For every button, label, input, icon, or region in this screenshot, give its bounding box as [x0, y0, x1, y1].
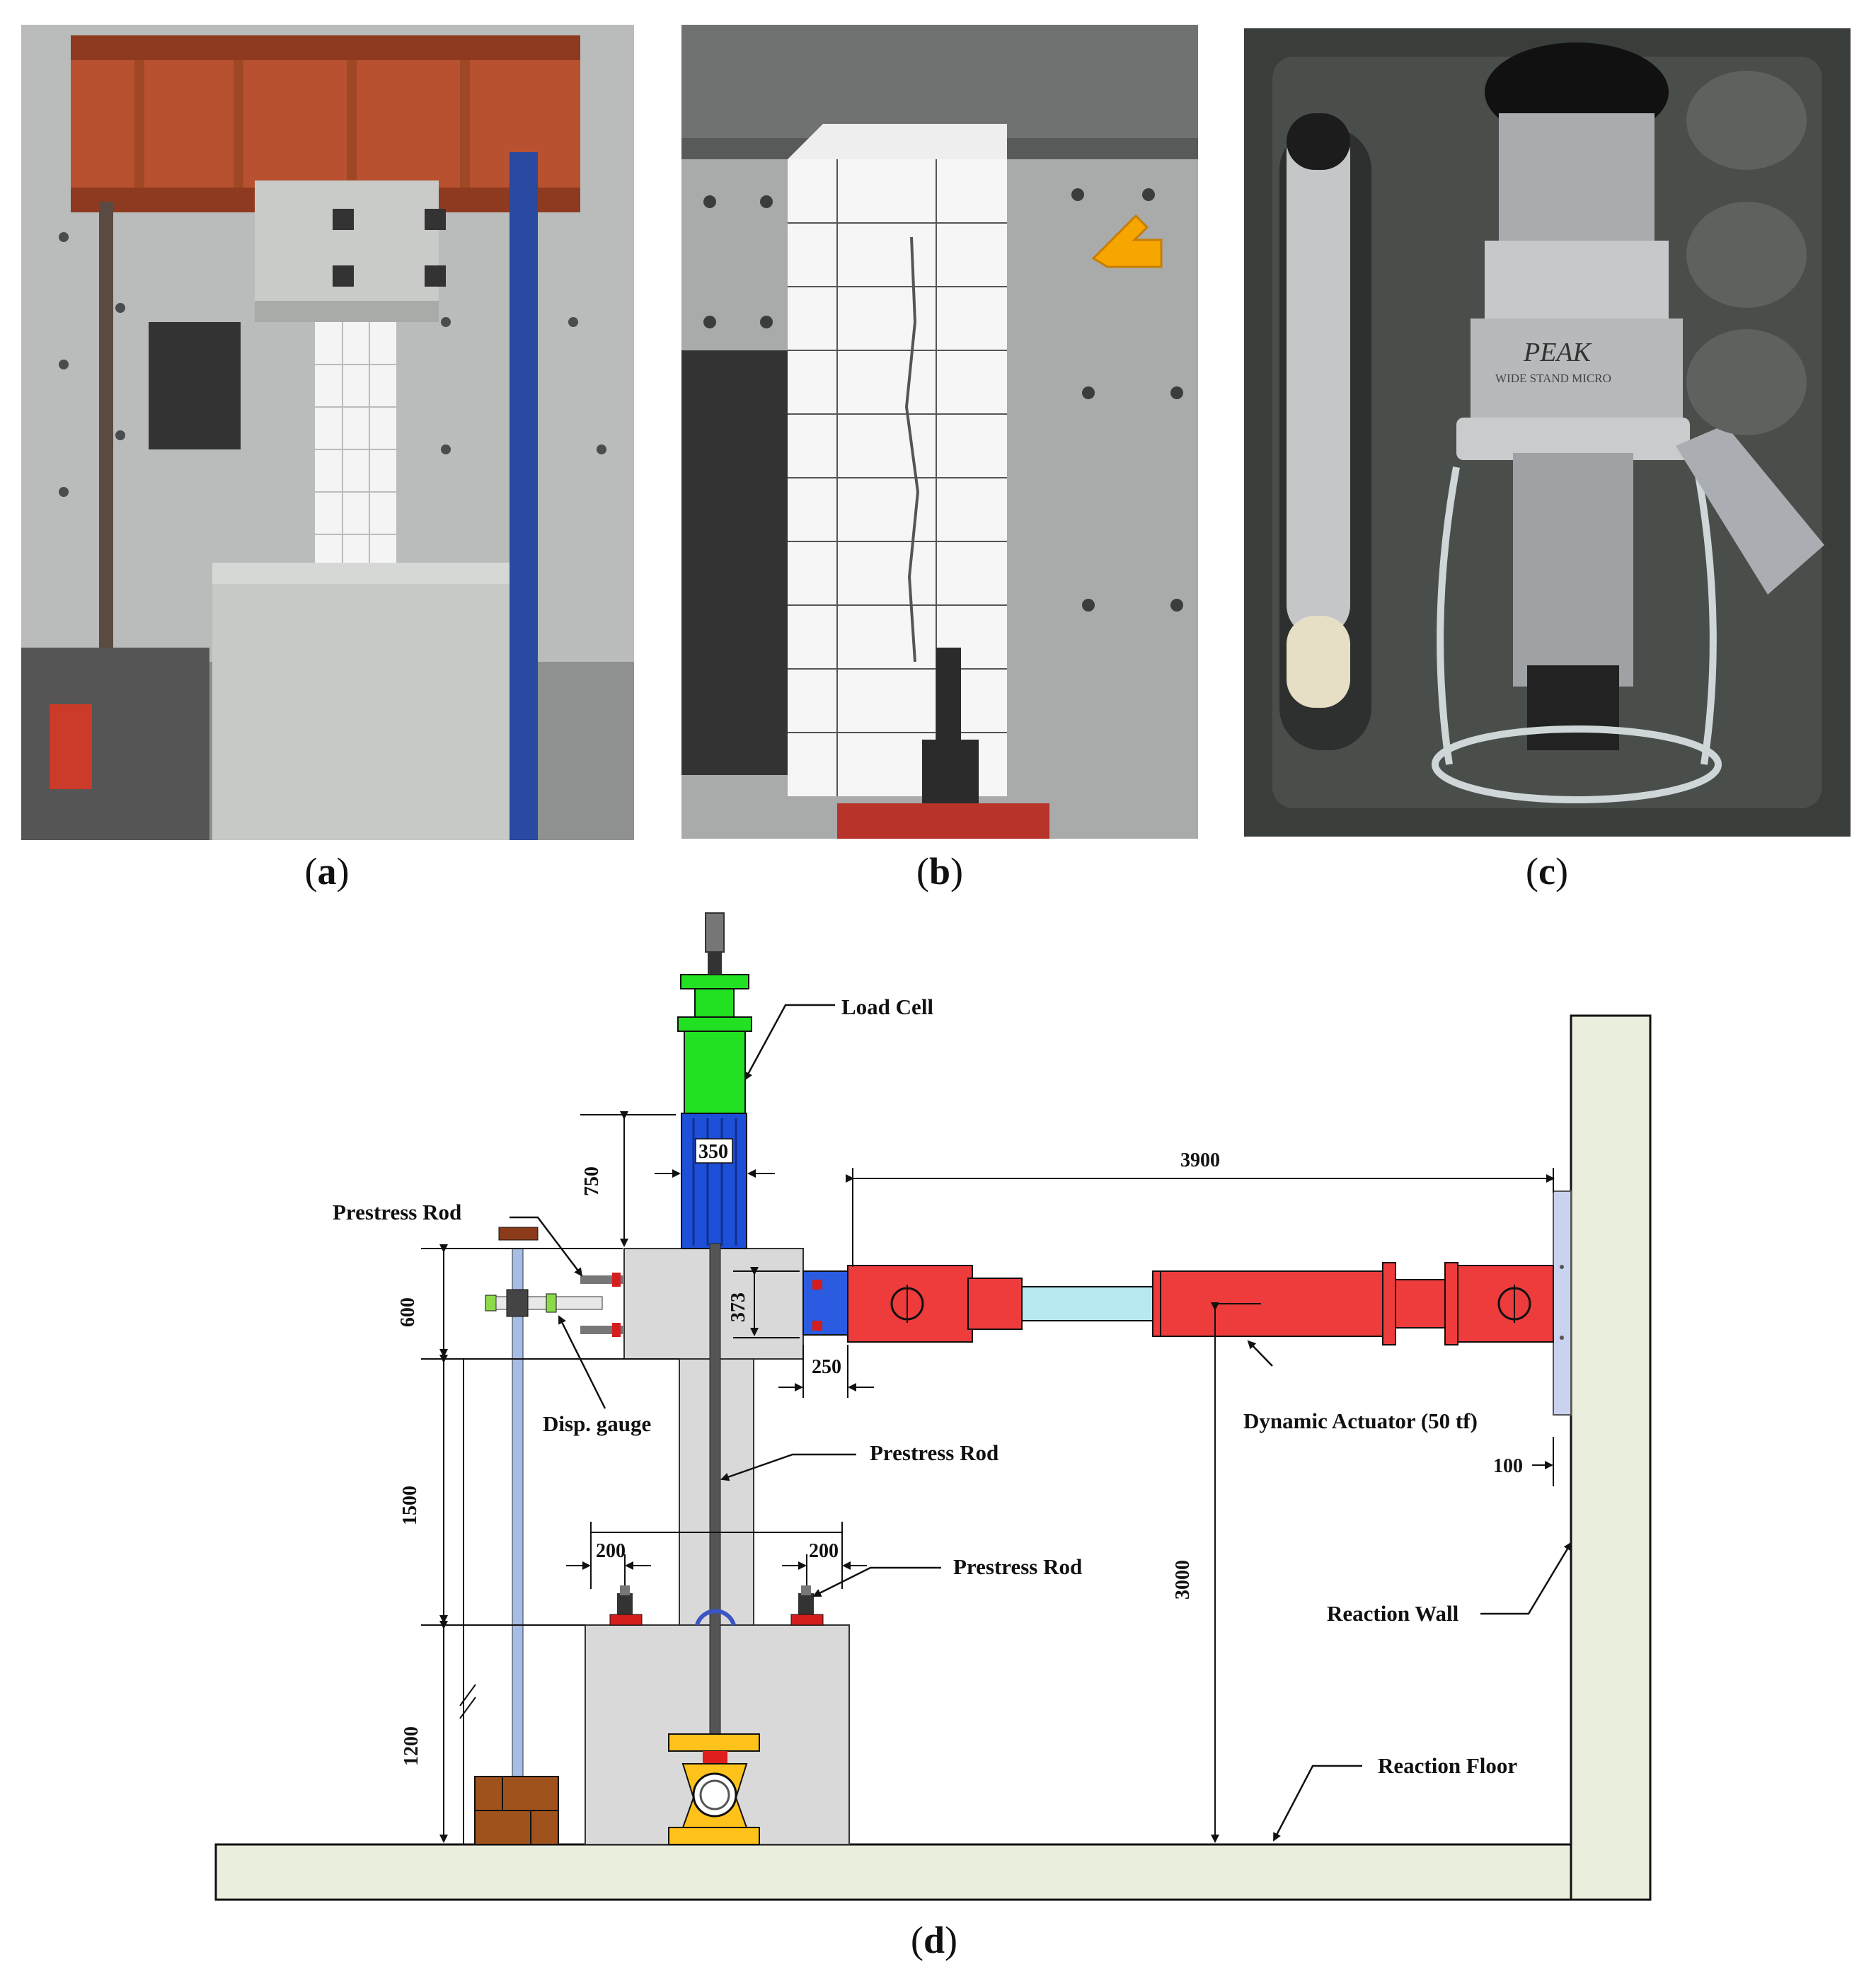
- dim-1200: 1200: [401, 1726, 422, 1766]
- load-cell: [684, 1031, 746, 1114]
- photo-a-test-setup: [21, 25, 634, 840]
- gauge-stand-rod: [512, 1248, 524, 1814]
- actuator-end-right: [1457, 1265, 1554, 1343]
- dim-100: 100: [1493, 1455, 1523, 1477]
- dim-750: 750: [581, 1166, 603, 1196]
- label-prestress-rod-top: Prestress Rod: [333, 1200, 461, 1224]
- dim-350: 350: [698, 1141, 728, 1163]
- microscope-subtitle: WIDE STAND MICRO: [1495, 372, 1611, 385]
- dim-373: 373: [727, 1292, 749, 1322]
- dim-200-left: 200: [596, 1540, 626, 1562]
- label-prestress-rod-mid: Prestress Rod: [870, 1440, 999, 1465]
- dim-200-right: 200: [809, 1540, 839, 1562]
- central-prestress-rod: [709, 1243, 721, 1736]
- load-cell-top-plate: [680, 974, 749, 989]
- dim-1500: 1500: [399, 1486, 421, 1525]
- photo-c-illustration: PEAK WIDE STAND MICRO: [1244, 28, 1851, 837]
- photo-c-crack-microscope: PEAK WIDE STAND MICRO: [1244, 28, 1851, 837]
- actuator-cylinder: [1152, 1270, 1383, 1337]
- caption-c: (c): [1526, 850, 1568, 893]
- actuator-clevis-plate: [802, 1270, 848, 1336]
- label-dynamic-actuator: Dynamic Actuator (50 tf): [1243, 1408, 1478, 1433]
- actuator-end-left: [847, 1265, 973, 1343]
- dim-600: 600: [397, 1297, 419, 1327]
- photo-b-column-specimen: [681, 25, 1198, 839]
- wall-plate: [1553, 1190, 1572, 1416]
- rod-anchor-loop: [695, 1609, 736, 1626]
- base-support: [668, 1733, 760, 1752]
- reaction-wall: [1570, 1014, 1652, 1901]
- reaction-floor: [214, 1843, 1572, 1901]
- label-disp-gauge: Disp. gauge: [543, 1411, 651, 1436]
- label-reaction-floor: Reaction Floor: [1378, 1753, 1517, 1778]
- actuator-piston: [1021, 1286, 1153, 1321]
- dim-3000: 3000: [1172, 1560, 1194, 1600]
- label-load-cell: Load Cell: [841, 994, 933, 1019]
- label-reaction-wall: Reaction Wall: [1327, 1601, 1459, 1626]
- photo-b-illustration: [681, 25, 1198, 839]
- caption-b: (b): [916, 850, 963, 893]
- caption-a: (a): [304, 850, 350, 893]
- microscope-brand: PEAK: [1523, 338, 1592, 367]
- dim-250: 250: [812, 1356, 841, 1378]
- top-rod: [708, 948, 722, 975]
- photo-a-illustration: [21, 25, 634, 840]
- caption-d: (d): [910, 1919, 957, 1961]
- dim-3900: 3900: [1180, 1149, 1220, 1171]
- label-prestress-rod-base: Prestress Rod: [953, 1554, 1082, 1579]
